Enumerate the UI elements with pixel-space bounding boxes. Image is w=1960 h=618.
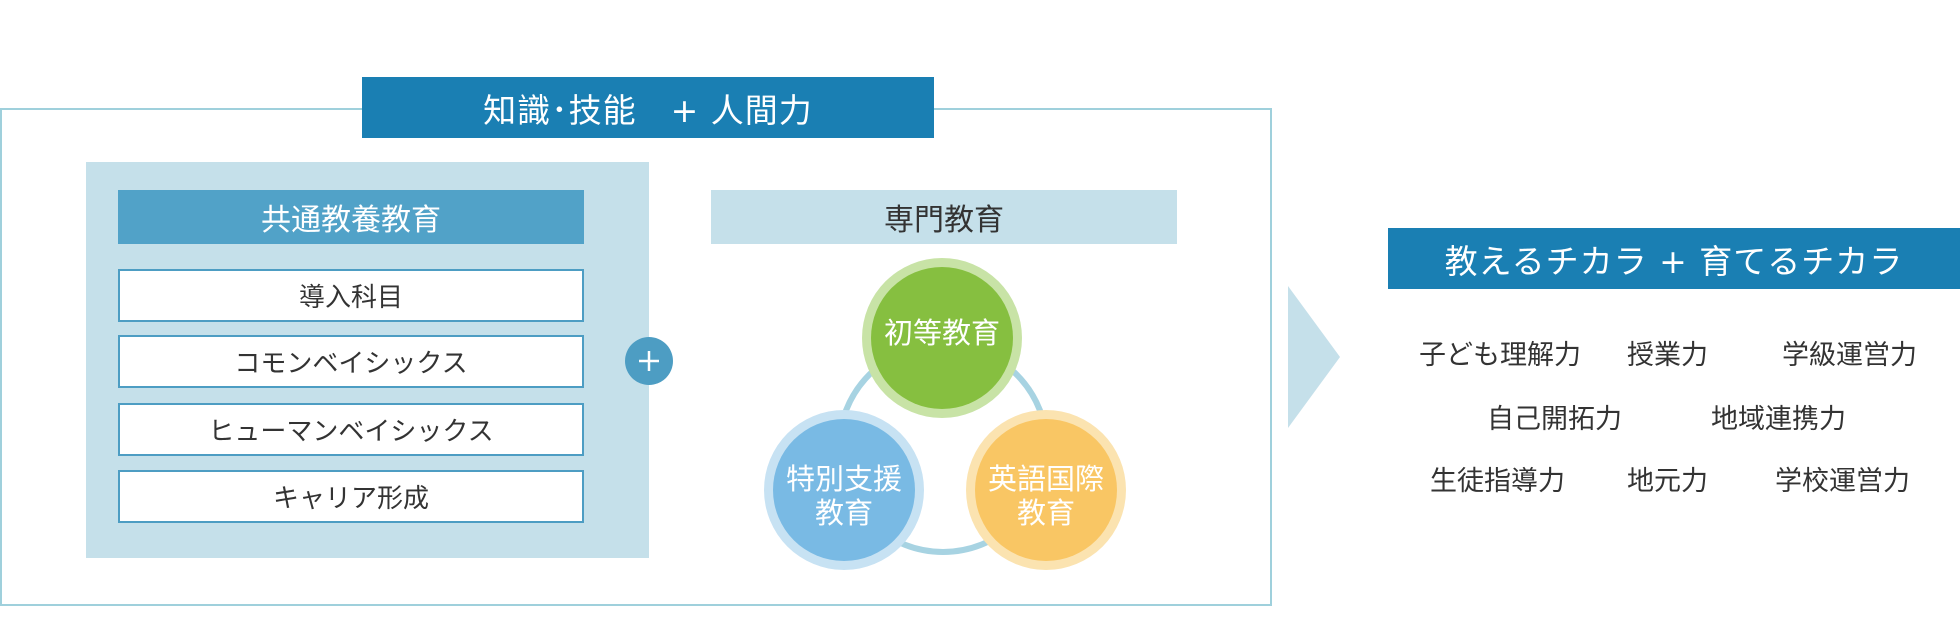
- ability-local: 地元力: [1627, 466, 1708, 497]
- plus-icon-glyph: [639, 351, 659, 371]
- abilities-title: 教えるチカラ + 育てるチカラ: [1388, 228, 1960, 289]
- circle-label-english-line2: 教育: [1016, 496, 1075, 530]
- special-education-diagram: [764, 258, 1126, 570]
- ability-school-management: 学校運営力: [1775, 466, 1910, 497]
- common-education-header: 共通教養教育: [118, 190, 584, 244]
- subject-item-intro: 導入科目: [118, 269, 584, 322]
- main-title: 知識･技能 + 人間力: [362, 77, 934, 138]
- ability-class-management: 学級運営力: [1782, 340, 1917, 371]
- circle-label-special-needs: 特別支援 教育: [769, 462, 919, 530]
- circle-label-english-line1: 英語国際: [987, 462, 1104, 496]
- circle-special-needs: [773, 419, 915, 561]
- circle-label-special-needs-line1: 特別支援: [785, 462, 902, 496]
- circle-label-special-needs-line2: 教育: [814, 496, 873, 530]
- circle-label-elementary: 初等教育: [883, 316, 1000, 350]
- ability-community-collaboration: 地域連携力: [1711, 404, 1846, 435]
- plus-icon: [625, 337, 673, 385]
- ability-teaching: 授業力: [1627, 340, 1708, 371]
- circle-elementary: [871, 267, 1013, 409]
- subject-item-career: キャリア形成: [118, 470, 584, 523]
- ability-self-development: 自己開拓力: [1487, 404, 1622, 435]
- arrow-right-icon: [1288, 286, 1340, 428]
- ability-child-understanding: 子ども理解力: [1419, 340, 1581, 371]
- special-education-header: 専門教育: [711, 190, 1177, 244]
- circle-english: [975, 419, 1117, 561]
- subject-item-common-basics: コモンベイシックス: [118, 335, 584, 388]
- circle-label-english: 英語国際 教育: [971, 462, 1121, 530]
- subject-item-human-basics: ヒューマンベイシックス: [118, 403, 584, 456]
- ability-student-guidance: 生徒指導力: [1430, 466, 1565, 497]
